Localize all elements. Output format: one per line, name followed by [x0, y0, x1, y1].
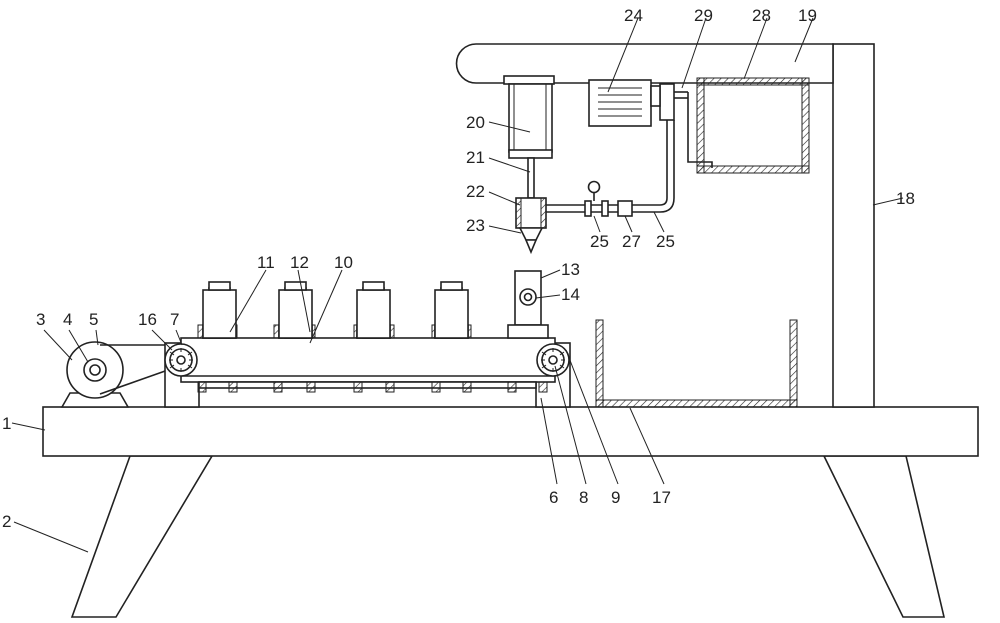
leader-lines [11, 17, 904, 553]
label-1: 1 [2, 414, 11, 433]
spray-nozzle [515, 197, 547, 255]
label-23: 23 [466, 216, 485, 235]
air-cylinder [503, 75, 555, 199]
label-28: 28 [752, 6, 771, 25]
label-18: 18 [896, 189, 915, 208]
label-21: 21 [466, 148, 485, 167]
sensor-block [507, 270, 549, 339]
label-11: 11 [257, 253, 275, 272]
drive-motor [60, 341, 169, 408]
label-20: 20 [466, 113, 485, 132]
label-14: 14 [561, 285, 580, 304]
label-12: 12 [290, 253, 309, 272]
left-roller [164, 343, 198, 377]
base-plate [42, 406, 979, 457]
collection-bin [595, 319, 798, 408]
label-3: 3 [36, 310, 45, 329]
frame-column [455, 43, 875, 408]
label-25a: 25 [590, 232, 609, 251]
label-5: 5 [89, 310, 98, 329]
legs [70, 455, 946, 618]
label-2: 2 [2, 512, 11, 531]
label-24: 24 [624, 6, 643, 25]
label-6: 6 [549, 488, 558, 507]
conveyor-belt [180, 337, 556, 389]
label-19: 19 [798, 6, 817, 25]
label-16: 16 [138, 310, 157, 329]
pump-motor [588, 79, 661, 127]
label-22: 22 [466, 182, 485, 201]
label-9: 9 [611, 488, 620, 507]
label-25b: 25 [656, 232, 675, 251]
liquid-tank [696, 77, 810, 174]
label-8: 8 [579, 488, 588, 507]
label-7: 7 [170, 310, 179, 329]
label-13: 13 [561, 260, 580, 279]
right-roller [536, 343, 570, 377]
label-17: 17 [652, 488, 671, 507]
workpieces [202, 281, 469, 339]
label-10: 10 [334, 253, 353, 272]
label-4: 4 [63, 310, 72, 329]
part-labels: 1 2 3 4 5 16 7 11 12 10 13 14 6 8 9 17 1… [2, 6, 915, 531]
label-27: 27 [622, 232, 641, 251]
label-29: 29 [694, 6, 713, 25]
